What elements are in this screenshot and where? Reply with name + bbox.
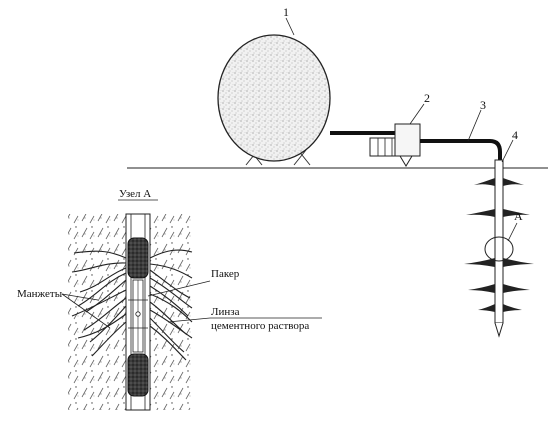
- detail-a: [68, 213, 193, 411]
- tank: [217, 34, 331, 166]
- lens-label-line2: цементного раствора: [211, 320, 310, 332]
- injector-pipe: [464, 159, 534, 338]
- pump: [369, 123, 421, 167]
- detail-title: Узел А: [119, 188, 152, 200]
- callout-leader-4: [501, 139, 514, 163]
- cuffs-leader-1: [61, 293, 99, 301]
- callout-leader-1: [285, 17, 295, 36]
- callout-2: 2: [424, 91, 430, 105]
- packer-leader: [147, 280, 211, 297]
- packer-label: Пакер: [211, 268, 240, 280]
- callout-4: 4: [512, 128, 518, 142]
- callout-3: 3: [480, 98, 486, 112]
- callout-1: 1: [283, 5, 289, 19]
- callout-leader-2: [409, 103, 425, 125]
- delivery-hose: [420, 139, 502, 163]
- lens-leader: [167, 317, 211, 323]
- lens-label-line1: Линза: [211, 306, 240, 318]
- callout-leader-a: [507, 222, 518, 242]
- cuffs-leader-2: [61, 293, 111, 329]
- callout-leader-3: [467, 109, 482, 142]
- callout-a: A: [514, 209, 523, 223]
- cuffs-label: Манжеты: [17, 288, 63, 300]
